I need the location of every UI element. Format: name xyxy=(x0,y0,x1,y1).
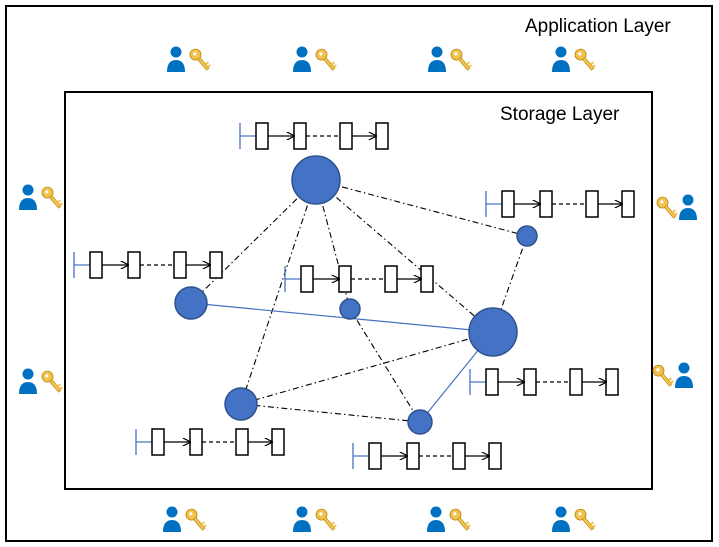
user-key-pair xyxy=(19,184,63,210)
key-icon xyxy=(185,508,207,531)
block xyxy=(501,190,515,218)
block-chain xyxy=(485,190,635,218)
dashed-edge xyxy=(315,179,528,237)
key-icon xyxy=(189,48,211,71)
storage-node xyxy=(174,286,208,320)
user-icon xyxy=(679,194,697,220)
dashed-edge xyxy=(190,179,317,304)
block xyxy=(189,428,203,456)
user-icon xyxy=(19,368,37,394)
user-icon xyxy=(163,506,181,532)
key-icon xyxy=(450,48,472,71)
block xyxy=(368,442,382,470)
chain-group xyxy=(73,122,635,470)
user-key-pair xyxy=(19,368,63,394)
node-group xyxy=(174,155,538,435)
application-layer-label: Application Layer xyxy=(525,16,671,37)
user-key-pair xyxy=(163,506,207,532)
storage-node xyxy=(468,307,518,357)
block xyxy=(127,251,141,279)
dashed-edge xyxy=(240,403,421,423)
dashed-edge xyxy=(240,179,317,405)
block xyxy=(605,368,619,396)
storage-node xyxy=(339,298,361,320)
block xyxy=(209,251,223,279)
block xyxy=(452,442,466,470)
block xyxy=(375,122,389,150)
user-key-pair xyxy=(552,46,596,72)
storage-node xyxy=(516,225,538,247)
storage-layer-box xyxy=(64,91,653,490)
block xyxy=(235,428,249,456)
key-icon xyxy=(41,370,63,393)
block xyxy=(621,190,635,218)
user-icon xyxy=(428,46,446,72)
block-chain xyxy=(284,265,434,293)
block xyxy=(300,265,314,293)
user-icon xyxy=(675,362,693,388)
dashed-edge xyxy=(349,308,421,423)
block xyxy=(338,265,352,293)
dashed-edge xyxy=(315,179,494,333)
user-key-pair xyxy=(552,506,596,532)
user-icon xyxy=(427,506,445,532)
solid-edge xyxy=(190,302,494,333)
key-icon xyxy=(574,48,596,71)
key-icon xyxy=(315,48,337,71)
key-icon xyxy=(449,508,471,531)
key-icon xyxy=(574,508,596,531)
application-layer-box xyxy=(5,5,713,542)
block xyxy=(539,190,553,218)
block xyxy=(384,265,398,293)
user-icon xyxy=(293,46,311,72)
user-key-pair xyxy=(427,506,471,532)
storage-node xyxy=(224,387,258,421)
block-chain xyxy=(469,368,619,396)
storage-layer-label: Storage Layer xyxy=(500,104,620,125)
block xyxy=(293,122,307,150)
block xyxy=(406,442,420,470)
block xyxy=(585,190,599,218)
block xyxy=(271,428,285,456)
key-icon xyxy=(315,508,337,531)
block xyxy=(151,428,165,456)
block xyxy=(173,251,187,279)
block-chain xyxy=(135,428,285,456)
block xyxy=(255,122,269,150)
user-icon xyxy=(293,506,311,532)
block xyxy=(420,265,434,293)
user-key-pair xyxy=(293,506,337,532)
block xyxy=(569,368,583,396)
dashed-edge xyxy=(240,331,494,405)
key-icon xyxy=(41,186,63,209)
key-icon xyxy=(656,196,678,219)
user-key-pair xyxy=(167,46,211,72)
block-chain xyxy=(239,122,389,150)
block xyxy=(339,122,353,150)
block xyxy=(485,368,499,396)
storage-node xyxy=(407,409,433,435)
user-icon xyxy=(552,46,570,72)
user-icon xyxy=(167,46,185,72)
block-chain xyxy=(352,442,502,470)
user-key-pair xyxy=(652,362,693,388)
user-key-pair xyxy=(428,46,472,72)
key-icon xyxy=(652,364,674,387)
block xyxy=(523,368,537,396)
user-key-pair xyxy=(656,194,697,220)
block xyxy=(488,442,502,470)
storage-node xyxy=(291,155,341,205)
user-key-pair xyxy=(293,46,337,72)
block-chain xyxy=(73,251,223,279)
block xyxy=(89,251,103,279)
user-icon xyxy=(19,184,37,210)
user-icon xyxy=(552,506,570,532)
user-group xyxy=(19,46,697,532)
edge-group xyxy=(190,179,528,423)
